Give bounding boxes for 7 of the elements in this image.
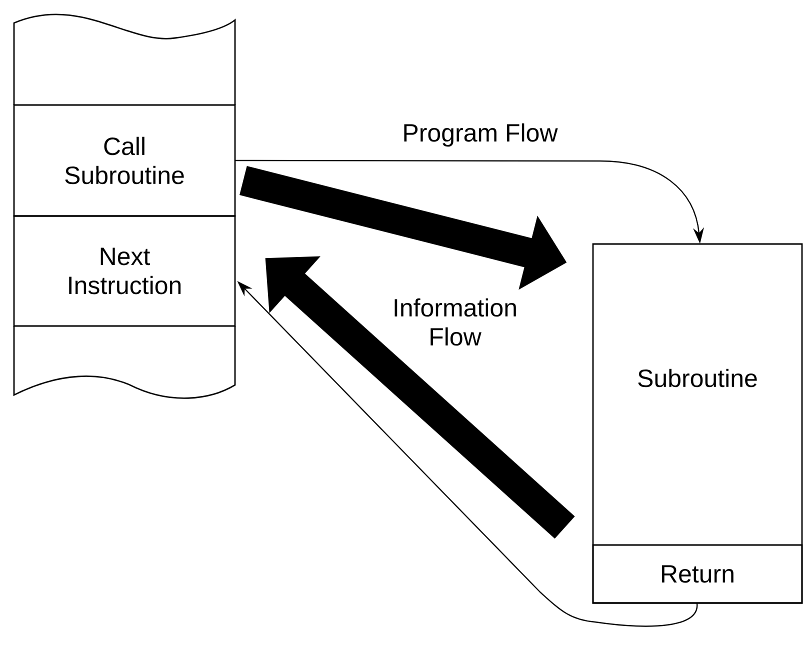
memory-cell (13, 326, 236, 399)
flow-label: Information Flow (394, 298, 516, 346)
return-cell: Return (592, 544, 803, 604)
memory-cell: Next Instruction (13, 215, 236, 327)
memory-cell (13, 14, 236, 105)
edge-label: Program Flow (404, 123, 558, 147)
memory-cell: Call Subroutine (13, 104, 236, 217)
